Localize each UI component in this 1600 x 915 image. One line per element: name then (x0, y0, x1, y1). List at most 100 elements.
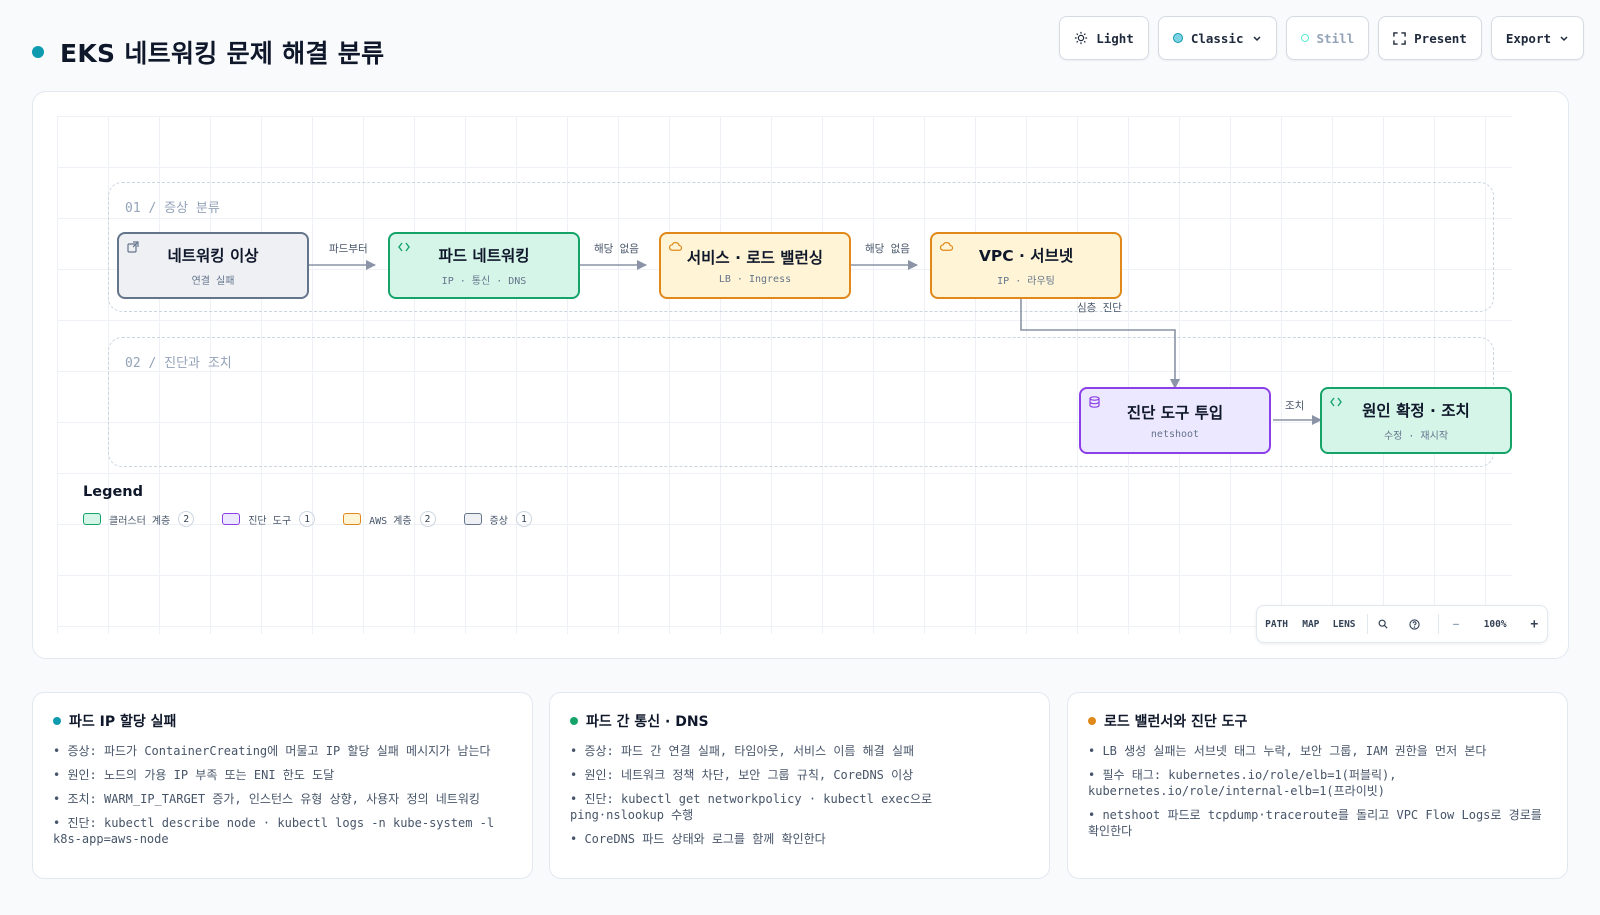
legend-count: 1 (515, 511, 532, 527)
node-pod-networking[interactable]: 파드 네트워킹 IP · 통신 · DNS (388, 232, 580, 299)
list-item: • LB 생성 실패는 서브넷 태그 누락, 보안 그룹, IAM 권한을 먼저… (1088, 744, 1487, 758)
node-subtitle: LB · Ingress (718, 274, 792, 285)
legend-count: 2 (178, 511, 195, 527)
list-item: • 진단: kubectl get networkpolicy · kubect… (570, 792, 933, 822)
node-title: VPC · 서브넷 (978, 247, 1074, 265)
export-label: Export (1505, 30, 1551, 46)
node-service-load-balancing[interactable]: 서비스 · 로드 밸런싱 LB · Ingress (659, 232, 851, 299)
edge-label: 해당 없음 (594, 243, 639, 255)
legend-label: AWS 계층 (369, 515, 412, 527)
theme-label: Light (1096, 30, 1134, 46)
path-button[interactable]: PATH (1265, 618, 1289, 630)
legend-label: 진단 도구 (248, 515, 292, 527)
legend-title: Legend (83, 484, 143, 500)
node-title: 원인 확정 · 조치 (1362, 402, 1470, 420)
legend-item-cluster[interactable]: 클러스터 계층 2 (83, 511, 195, 527)
list-item: • 원인: 노드의 가용 IP 부족 또는 ENI 한도 도달 (53, 768, 335, 782)
legend-count: 1 (299, 511, 316, 527)
node-subtitle: netshoot (1150, 429, 1200, 440)
map-button[interactable]: MAP (1302, 618, 1320, 630)
still-dot-icon (1300, 34, 1309, 42)
node-title: 서비스 · 로드 밸런싱 (686, 249, 824, 267)
legend-item-symptom[interactable]: 증상 1 (463, 511, 532, 527)
help-icon (1409, 618, 1420, 630)
database-icon (1089, 396, 1100, 408)
node-root-cause-action[interactable]: 원인 확정 · 조치 수정 · 재시작 (1320, 387, 1512, 454)
info-card-load-balancer: 로드 밸런서와 진단 도구 • LB 생성 실패는 서브넷 태그 누락, 보안 … (1067, 692, 1568, 879)
palette-dropdown[interactable]: Classic (1157, 16, 1277, 60)
cloud-icon (669, 241, 682, 251)
card-title: 파드 IP 할당 실패 (69, 714, 177, 730)
node-title: 진단 도구 투입 (1126, 404, 1224, 422)
list-item: • 진단: kubectl describe node · kubectl lo… (53, 816, 495, 846)
node-diagnostic-tools[interactable]: 진단 도구 투입 netshoot (1079, 387, 1271, 454)
node-title: 파드 네트워킹 (438, 247, 530, 265)
page-header: EKS 네트워킹 문제 해결 분류 (32, 34, 384, 70)
legend-item-aws[interactable]: AWS 계층 2 (343, 511, 436, 527)
palette-label: Classic (1190, 30, 1244, 46)
toolbar: Light Classic Still Present Export (1059, 16, 1584, 60)
view-controls: PATH MAP LENS — 100% + (1256, 605, 1548, 643)
node-title: 네트워킹 이상 (167, 247, 259, 265)
card-dot (570, 717, 578, 725)
edges-layer (309, 260, 1322, 425)
sun-icon (1075, 31, 1088, 45)
node-subtitle: IP · 통신 · DNS (441, 276, 527, 287)
export-dropdown[interactable]: Export (1490, 16, 1584, 60)
cloud-icon (940, 241, 953, 251)
list-item: • 필수 태그: kubernetes.io/role/elb=1(퍼블릭), … (1088, 768, 1397, 798)
list-item: • 원인: 네트워크 정책 차단, 보안 그룹 규칙, CoreDNS 이상 (570, 768, 914, 782)
node-subtitle: 수정 · 재시작 (1383, 431, 1449, 442)
list-item: • 증상: 파드가 ContainerCreating에 머물고 IP 할당 실… (53, 744, 491, 758)
node-subtitle: 연결 실패 (191, 276, 235, 287)
present-button[interactable]: Present (1378, 16, 1482, 60)
legend: Legend 클러스터 계층 2 진단 도구 1 AWS 계층 2 증상 1 (83, 484, 532, 527)
list-item: • 증상: 파드 간 연결 실패, 타임아웃, 서비스 이름 해결 실패 (570, 744, 915, 758)
card-dot (53, 717, 61, 725)
group-label: 02 / 진단과 조치 (125, 356, 232, 371)
list-item: • CoreDNS 파드 상태와 로그를 함께 확인한다 (570, 832, 826, 846)
node-networking-issue[interactable]: 네트워킹 이상 연결 실패 (117, 232, 309, 299)
zoom-in-button[interactable]: + (1530, 616, 1539, 632)
help-button[interactable] (1395, 618, 1434, 630)
node-vpc-subnet[interactable]: VPC · 서브넷 IP · 라우팅 (930, 232, 1122, 299)
present-label: Present (1414, 30, 1467, 46)
title-dot (32, 46, 44, 58)
code-icon (398, 242, 410, 252)
divider (1438, 614, 1440, 634)
search-button[interactable] (1372, 619, 1395, 629)
legend-count: 2 (419, 511, 436, 527)
search-icon (1378, 619, 1388, 629)
edge-label: 조치 (1285, 400, 1305, 412)
zoom-level: 100% (1483, 618, 1507, 630)
canvas-grid (57, 116, 1512, 634)
fullscreen-icon (1393, 31, 1406, 45)
group-symptom-classification: 01 / 증상 분류 (108, 182, 1494, 312)
motion-label: Still (1316, 30, 1355, 46)
motion-button[interactable]: Still (1285, 16, 1370, 60)
legend-swatch (83, 513, 101, 525)
zoom-out-button[interactable]: — (1453, 618, 1459, 630)
page-title: EKS 네트워킹 문제 해결 분류 (60, 39, 385, 68)
palette-swatch-icon (1172, 33, 1183, 43)
group-label: 01 / 증상 분류 (125, 201, 220, 216)
legend-label: 클러스터 계층 (109, 515, 171, 527)
divider (1366, 614, 1368, 634)
external-link-icon (127, 241, 139, 253)
edge-label: 해당 없음 (865, 243, 910, 255)
legend-swatch (463, 513, 482, 525)
theme-button[interactable]: Light (1059, 16, 1149, 60)
legend-swatch (222, 513, 241, 525)
node-subtitle: IP · 라우팅 (997, 276, 1055, 287)
diagram-canvas[interactable]: 01 / 증상 분류 02 / 진단과 조치 파드부터 해당 없음 해당 없음 … (32, 91, 1569, 659)
info-card-pod-ip: 파드 IP 할당 실패 • 증상: 파드가 ContainerCreating에… (32, 692, 533, 879)
edge-line (1020, 298, 1180, 389)
info-card-pod-dns: 파드 간 통신 · DNS • 증상: 파드 간 연결 실패, 타임아웃, 서비… (549, 692, 1050, 879)
chevron-down-icon (1560, 36, 1568, 42)
legend-item-diagnostic[interactable]: 진단 도구 1 (222, 511, 316, 527)
lens-button[interactable]: LENS (1332, 618, 1356, 630)
list-item: • 조치: WARM_IP_TARGET 증가, 인스턴스 유형 상향, 사용자… (53, 792, 480, 806)
edge-label: 심층 진단 (1077, 302, 1122, 314)
legend-swatch (343, 513, 362, 525)
card-title: 로드 밸런서와 진단 도구 (1104, 714, 1248, 730)
